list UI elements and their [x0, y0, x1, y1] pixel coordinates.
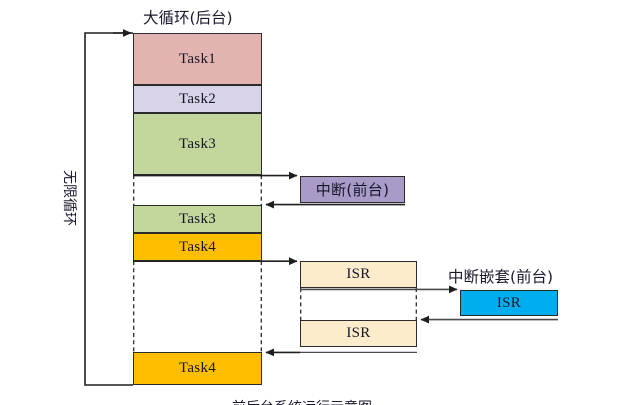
figure-caption: 前后台系统运行示意图 [232, 397, 432, 405]
task-block-task2: Task2 [133, 85, 262, 113]
isr-nested-box: ISR [460, 290, 558, 316]
label-background-loop: 大循环(后台) [143, 9, 233, 27]
isr-box-first: ISR [300, 261, 417, 288]
task-block-task4-first: Task4 [133, 233, 262, 261]
dashed-rails [133, 175, 417, 353]
task-block-task3-resumed: Task3 [133, 205, 262, 233]
label-nested-interrupt: 中断嵌套(前台) [448, 268, 554, 286]
interrupt-foreground-box: 中断(前台) [300, 176, 405, 203]
task-block-task3-first: Task3 [133, 113, 262, 175]
isr-box-resumed: ISR [300, 320, 417, 347]
task-block-task1: Task1 [133, 33, 262, 85]
task-block-task4-resumed: Task4 [133, 352, 262, 385]
infinite-loop-bracket [84, 29, 133, 386]
label-infinite-loop: 无限循环 [61, 170, 77, 226]
